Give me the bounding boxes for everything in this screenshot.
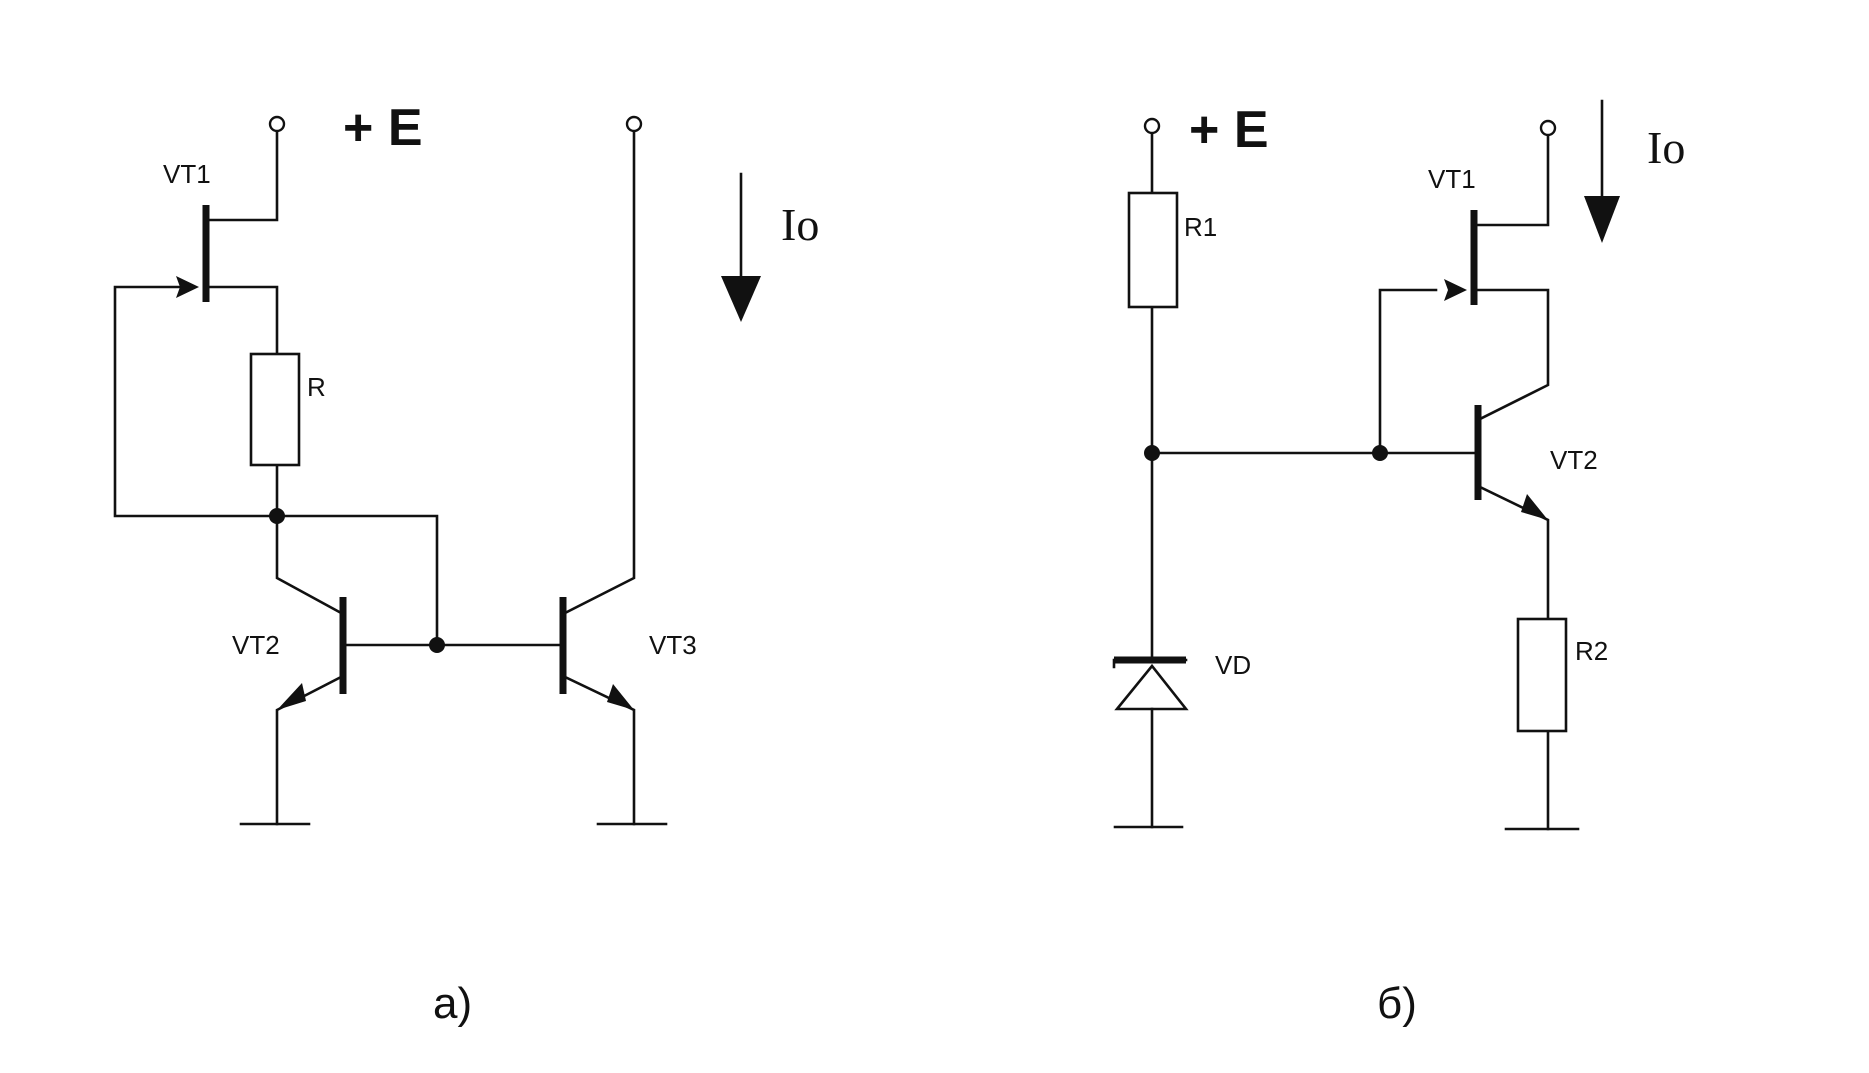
b-vd-label: VD	[1215, 650, 1251, 680]
b-r1-label: R1	[1184, 212, 1217, 242]
b-vt2-emitter-arrow	[1521, 494, 1548, 520]
diagram-b-wires	[1113, 132, 1580, 831]
a-vt3-emitter-arrow	[607, 684, 634, 710]
a-vt3-label: VT3	[649, 630, 697, 660]
a-supply-label: + E	[343, 99, 423, 157]
b-zener-triangle	[1114, 663, 1189, 711]
b-output-terminal	[1539, 119, 1557, 137]
b-resistor-r2	[1516, 617, 1568, 733]
a-base-node	[429, 637, 445, 653]
b-vt2-emitter-wire	[1476, 484, 1550, 621]
b-caption: б)	[1377, 979, 1417, 1028]
a-junction-node	[269, 508, 285, 524]
diagram-a: + E Io VT1 R VT2 VT3 а)	[113, 99, 819, 1028]
a-vt2-emitter-arrow	[277, 683, 306, 710]
b-current-label: Io	[1647, 122, 1685, 173]
a-resistor-r	[249, 352, 301, 467]
a-vt2-collector-wire	[275, 514, 345, 616]
b-r2-label: R2	[1575, 636, 1608, 666]
b-gate-wire	[1378, 288, 1438, 455]
b-current-arrow-head	[1584, 196, 1620, 243]
a-vt1-gate-arrow	[176, 276, 199, 298]
a-current-label: Io	[781, 199, 819, 250]
a-vt1-drain-wire	[204, 130, 279, 222]
a-r-label: R	[307, 372, 326, 402]
a-vt1-label: VT1	[163, 159, 211, 189]
a-vt2-emitter-wire	[275, 674, 345, 826]
a-supply-terminal	[268, 115, 286, 133]
a-vt3-collector-wire	[561, 130, 636, 616]
b-gate-node	[1372, 445, 1388, 461]
b-supply-label: + E	[1189, 101, 1269, 159]
diagram-a-wires	[113, 130, 668, 826]
b-resistor-r1	[1127, 191, 1179, 309]
b-supply-terminal	[1143, 117, 1161, 135]
b-vt2-label: VT2	[1550, 445, 1598, 475]
a-current-arrow-head	[721, 276, 761, 322]
b-zener-diode-vd	[1112, 656, 1189, 711]
b-junction-node	[1144, 445, 1160, 461]
b-vt1-label: VT1	[1428, 164, 1476, 194]
diagram-b: + E Io R1 VT1 VT2 VD R2 б)	[1112, 99, 1685, 1028]
b-vt1-gate-arrow	[1444, 279, 1467, 301]
a-caption: а)	[433, 979, 472, 1028]
a-output-terminal	[625, 115, 643, 133]
b-vt1-source-wire	[1472, 288, 1550, 422]
b-vt1-drain-wire	[1472, 134, 1550, 227]
a-vt2-label: VT2	[232, 630, 280, 660]
a-feedback-wire	[113, 285, 439, 647]
a-vt1-source-wire	[204, 285, 279, 356]
